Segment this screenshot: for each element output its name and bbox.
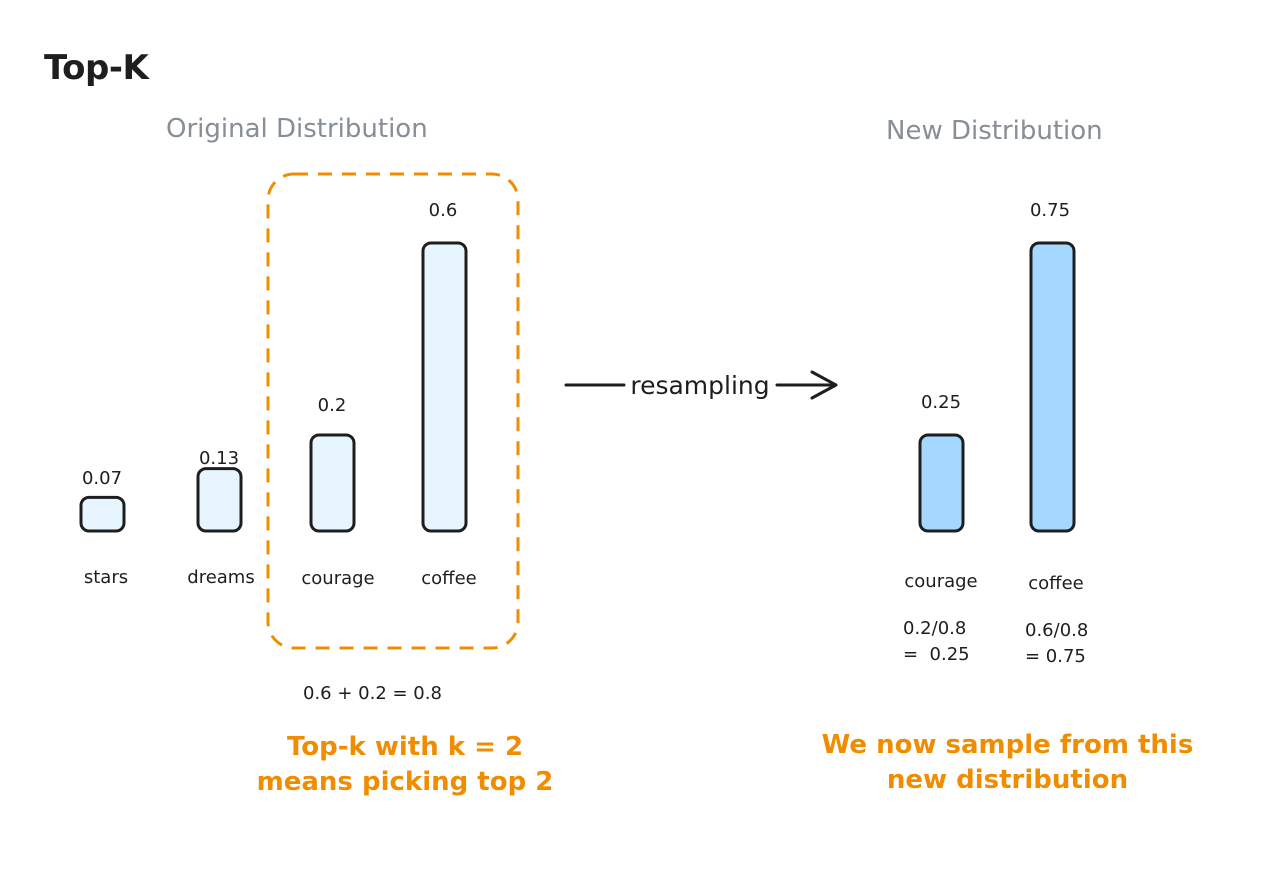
original-bar-courage (309, 433, 356, 533)
new-category-label-coffee: coffee (1028, 573, 1084, 594)
topk-explanation-line2: means picking top 2 (256, 767, 554, 798)
new-value-label-coffee: 0.75 (1029, 200, 1071, 221)
calc-courage-line2: = 0.25 (903, 644, 970, 665)
resampling-arrow: resampling (564, 370, 838, 400)
new-chart-title: New Distribution (886, 116, 1103, 146)
value-label-coffee: 0.6 (428, 200, 458, 221)
calc-coffee-line1: 0.6/0.8 (1025, 620, 1089, 641)
original-bar-coffee (421, 241, 468, 533)
calc-courage-line1: 0.2/0.8 (903, 618, 967, 639)
topk-explanation-line1: Top-k with k = 2 (286, 732, 524, 762)
topk-explanation: Top-k with k = 2 means picking top 2 (225, 730, 585, 800)
new-bars (918, 241, 1076, 533)
new-category-label-courage: courage (904, 571, 978, 592)
new-bar-courage (918, 433, 965, 533)
category-label-courage: courage (301, 568, 375, 589)
original-chart-title: Original Distribution (166, 114, 428, 144)
original-bar-dreams (196, 467, 243, 533)
sampling-explanation-line2: new distribution (886, 765, 1129, 796)
value-label-dreams: 0.13 (198, 448, 240, 469)
category-label-stars: stars (83, 567, 129, 588)
page-title: Top-K (44, 48, 149, 88)
topk-selection-box (266, 172, 520, 650)
original-bar-stars (79, 495, 126, 533)
category-label-coffee: coffee (421, 568, 477, 589)
value-label-courage: 0.2 (317, 395, 347, 416)
sampling-explanation: We now sample from this new distribution (815, 728, 1200, 798)
arrow-label: resampling (630, 371, 769, 400)
value-label-stars: 0.07 (81, 468, 123, 489)
new-bar-coffee (1029, 241, 1076, 533)
sampling-explanation-line1: We now sample from this (821, 730, 1194, 760)
new-value-label-courage: 0.25 (920, 392, 962, 413)
category-label-dreams: dreams (187, 567, 255, 588)
original-bars (79, 241, 468, 533)
sum-note: 0.6 + 0.2 = 0.8 (303, 683, 442, 704)
arrow-head (810, 370, 838, 400)
calc-coffee-line2: = 0.75 (1025, 646, 1086, 667)
